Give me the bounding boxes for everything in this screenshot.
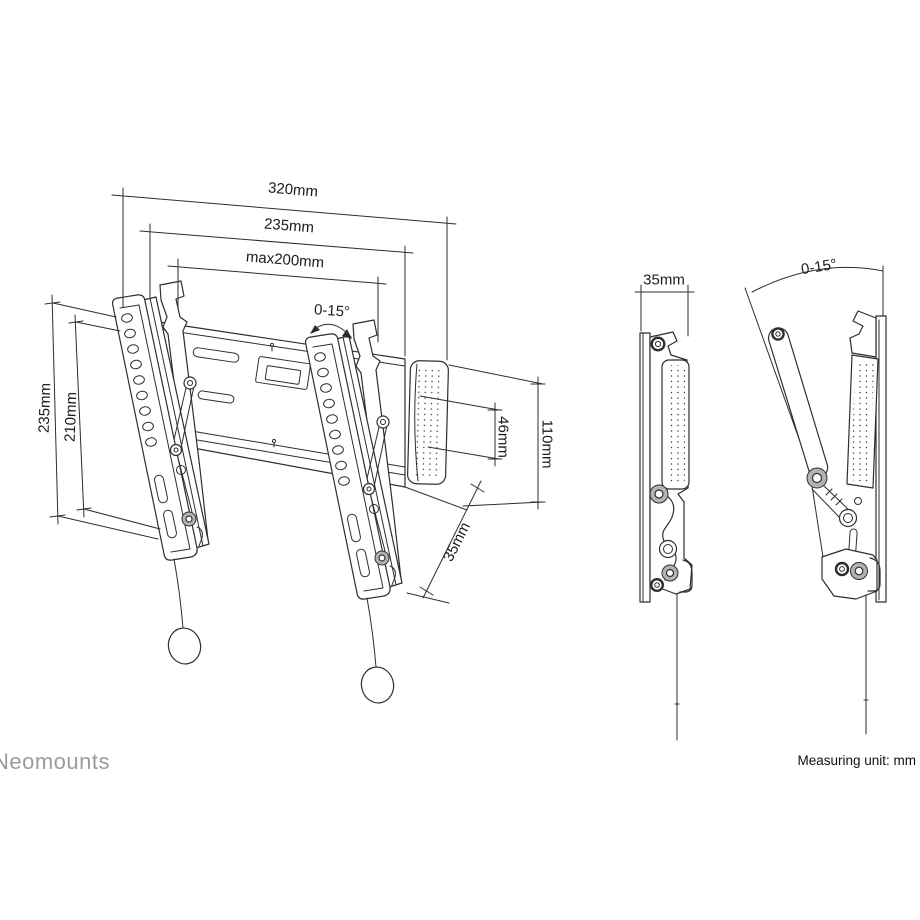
side-view-straight <box>634 284 695 741</box>
tilt-range-label: 0-15° <box>313 301 351 321</box>
dim-total-height-label: 235mm <box>35 382 55 434</box>
screw-mark-icon <box>269 342 275 352</box>
pull-string <box>863 585 869 735</box>
dim-plate-height-label: 110mm <box>538 419 556 469</box>
vesa-holes <box>121 313 157 447</box>
safety-hook <box>679 559 693 593</box>
front-dimension-lines <box>44 187 546 604</box>
side-view-tilted <box>744 265 887 735</box>
spacer-pad <box>407 360 449 485</box>
side-dimension-lines <box>634 284 695 337</box>
dim-vesa-height-label: 210mm <box>61 391 81 443</box>
spacer-pad-side <box>846 354 879 489</box>
spacer-pad-side <box>661 359 690 490</box>
front-view <box>44 187 546 707</box>
screw-mark-icon <box>271 438 277 448</box>
measuring-unit-note: Measuring unit: mm <box>797 753 916 768</box>
brand-logo: Neomounts <box>0 749 111 774</box>
tv-rail-left <box>111 280 210 665</box>
side-dim-depth-label: 35mm <box>643 271 685 289</box>
safety-hook <box>867 557 881 592</box>
tilt-arc <box>310 323 352 339</box>
pull-string <box>167 558 202 665</box>
tilt-arm <box>767 327 829 478</box>
dim-rail-height-label: 46mm <box>494 416 512 458</box>
